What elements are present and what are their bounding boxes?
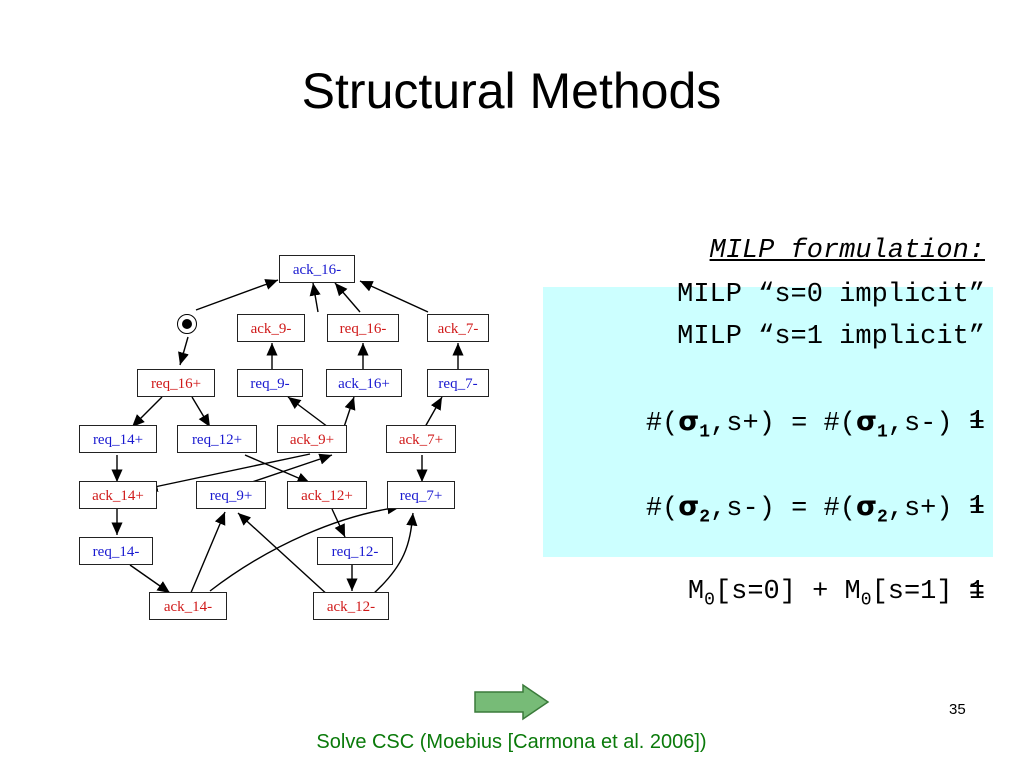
node-ack-9-plus: ack_9+ bbox=[277, 425, 347, 453]
eq2-mid: ,s-) = #( bbox=[710, 494, 856, 524]
next-arrow[interactable] bbox=[473, 683, 551, 726]
node-req-7-plus: req_7+ bbox=[387, 481, 455, 509]
slide-title: Structural Methods bbox=[301, 63, 722, 119]
eq2-sub: 2 bbox=[699, 507, 711, 528]
node-ack-9-minus: ack_9- bbox=[237, 314, 305, 342]
eq2-sub2: 2 bbox=[876, 507, 888, 528]
node-ack-12-minus: ack_12- bbox=[313, 592, 389, 620]
node-req-7-minus: req_7- bbox=[427, 369, 489, 397]
milp-eq2-cont: 1 bbox=[968, 492, 985, 522]
milp-eq1: #(σ1,s+) = #(σ1,s-) + bbox=[581, 359, 985, 495]
eq1-sigma: σ bbox=[678, 406, 700, 437]
eq3-a-sub: 0 bbox=[704, 590, 715, 611]
footer-text: Solve CSC (Moebius [Carmona et al. 2006]… bbox=[316, 731, 707, 753]
node-ack-14-plus: ack_14+ bbox=[79, 481, 157, 509]
node-req-12-plus: req_12+ bbox=[177, 425, 257, 453]
eq1-mid: ,s+) = #( bbox=[710, 409, 856, 439]
eq3-b-sub: 0 bbox=[860, 590, 872, 611]
milp-eq3-cont: 1 bbox=[968, 577, 985, 607]
start-marker-icon bbox=[177, 314, 197, 334]
milp-block: MILP formulation: MILP “s=0 implicit” MI… bbox=[545, 230, 985, 620]
node-ack-7-minus: ack_7- bbox=[427, 314, 489, 342]
eq2-post: ,s+) + bbox=[887, 494, 985, 524]
eq3-c: [s=1] = bbox=[871, 577, 985, 607]
node-req-14-plus: req_14+ bbox=[79, 425, 157, 453]
eq1-prefix: #( bbox=[645, 409, 679, 439]
node-req-12-minus: req_12- bbox=[317, 537, 393, 565]
eq3-b: [s=0] + M bbox=[714, 577, 861, 607]
milp-eq2: #(σ2,s-) = #(σ2,s+) + bbox=[581, 444, 985, 580]
milp-highlight bbox=[543, 287, 993, 557]
node-req-16-plus: req_16+ bbox=[137, 369, 215, 397]
eq1-sub: 1 bbox=[699, 422, 711, 443]
eq1-post: ,s-) + bbox=[887, 409, 985, 439]
node-req-9-minus: req_9- bbox=[237, 369, 303, 397]
node-req-9-plus: req_9+ bbox=[196, 481, 266, 509]
structural-graph: ack_16- ack_9- req_16- ack_7- req_16+ re… bbox=[70, 245, 510, 630]
node-ack-14-minus: ack_14- bbox=[149, 592, 227, 620]
milp-line-s0: MILP “s=0 implicit” bbox=[677, 280, 985, 310]
node-ack-7-plus: ack_7+ bbox=[386, 425, 456, 453]
eq3-a: M bbox=[687, 577, 705, 607]
milp-eq3: M0[s=0] + M0[s=1] = bbox=[623, 529, 985, 663]
node-ack-12-plus: ack_12+ bbox=[287, 481, 367, 509]
eq2-prefix: #( bbox=[645, 494, 679, 524]
page-number: 35 bbox=[949, 701, 966, 718]
node-req-14-minus: req_14- bbox=[79, 537, 153, 565]
milp-heading: MILP formulation: bbox=[709, 236, 985, 266]
node-req-16-minus: req_16- bbox=[327, 314, 399, 342]
eq2-sigma2: σ bbox=[855, 491, 877, 522]
right-arrow-icon bbox=[474, 683, 550, 721]
node-ack-16-minus: ack_16- bbox=[279, 255, 355, 283]
graph-edges bbox=[111, 279, 464, 598]
eq2-sigma: σ bbox=[678, 491, 700, 522]
eq1-sub2: 1 bbox=[876, 422, 888, 443]
node-ack-16-plus: ack_16+ bbox=[326, 369, 402, 397]
milp-eq1-cont: 1 bbox=[968, 407, 985, 437]
milp-line-s1: MILP “s=1 implicit” bbox=[677, 322, 985, 352]
eq1-sigma2: σ bbox=[855, 406, 877, 437]
